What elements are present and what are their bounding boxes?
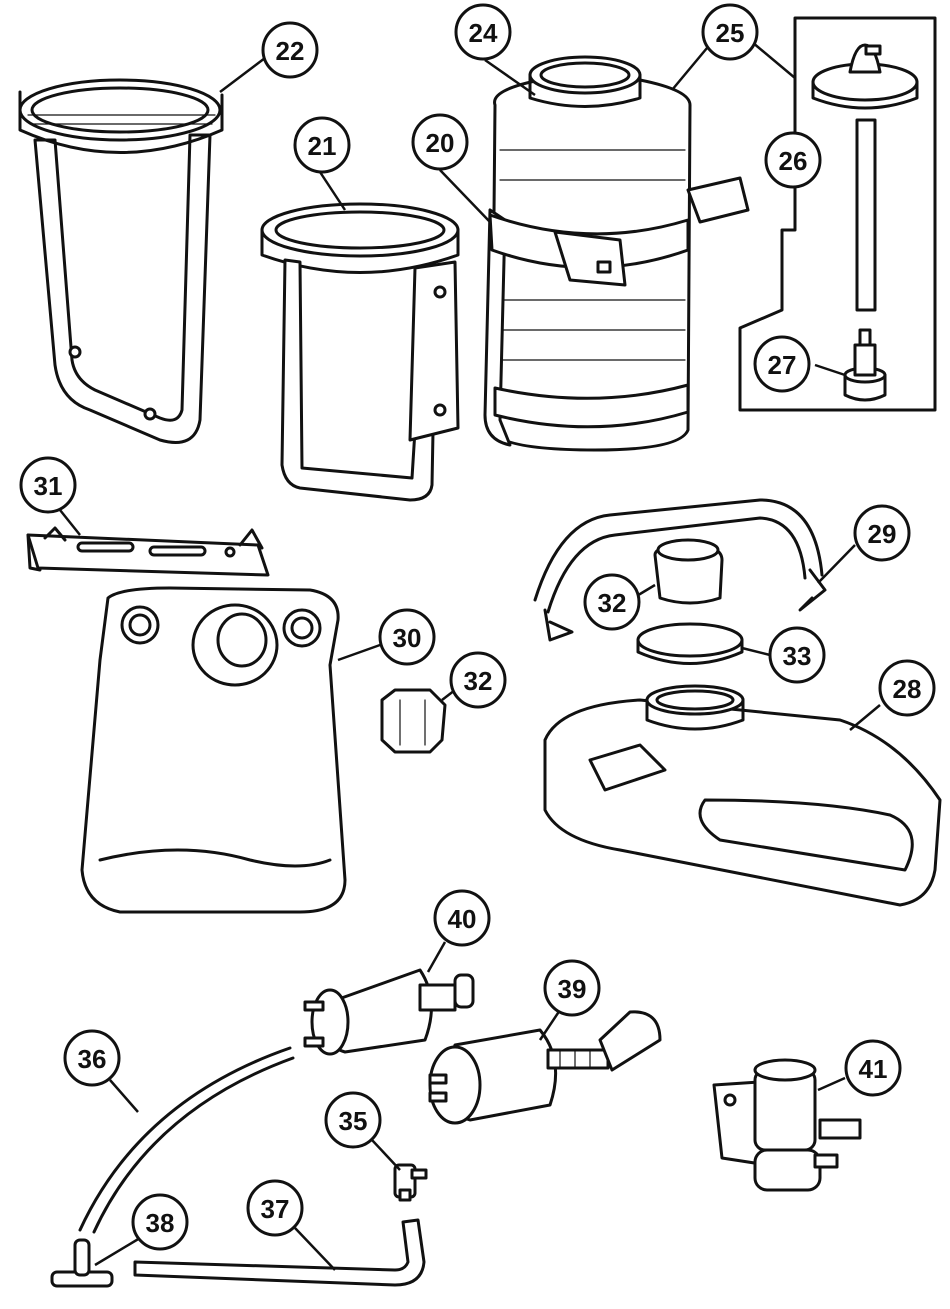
- svg-text:32: 32: [464, 666, 493, 696]
- callout-22: 22: [261, 21, 319, 79]
- callout-26: 26: [764, 131, 822, 189]
- part-40-pump: [303, 968, 475, 1056]
- svg-text:31: 31: [34, 471, 63, 501]
- part-20-strap: [483, 176, 750, 447]
- callout-31: 31: [19, 456, 77, 514]
- svg-text:26: 26: [779, 146, 808, 176]
- callout-39: 39: [543, 959, 601, 1017]
- part-37-pipe: [133, 1218, 426, 1287]
- part-30-bag-reservoir: [80, 586, 347, 914]
- callout-35: 35: [324, 1091, 382, 1149]
- part-32-cap: [653, 538, 724, 605]
- part-28-tank: [543, 684, 942, 907]
- svg-text:28: 28: [893, 674, 922, 704]
- callout-37: 37: [246, 1179, 304, 1237]
- callout-41: 41: [844, 1039, 902, 1097]
- part-22-bracket: [18, 78, 224, 444]
- inset-frame: [738, 16, 937, 412]
- callout-27: 27: [753, 335, 811, 393]
- part-39-pump: [428, 1010, 662, 1125]
- svg-text:33: 33: [783, 641, 812, 671]
- svg-text:39: 39: [558, 974, 587, 1004]
- part-33-filler-cap: [636, 622, 744, 665]
- part-27-pump-base: [843, 328, 887, 402]
- svg-text:35: 35: [339, 1106, 368, 1136]
- svg-text:36: 36: [78, 1044, 107, 1074]
- callout-32-lower: 32: [449, 651, 507, 709]
- callout-28: 28: [878, 659, 936, 717]
- callout-40: 40: [433, 889, 491, 947]
- part-41-valve: [712, 1058, 862, 1192]
- svg-text:24: 24: [469, 18, 498, 48]
- svg-text:20: 20: [426, 128, 455, 158]
- leader-lines: [59, 41, 881, 1271]
- part-36-pipe: [78, 1046, 295, 1234]
- part-21-bracket: [260, 202, 460, 502]
- svg-text:30: 30: [393, 623, 422, 653]
- callout-25: 25: [701, 3, 759, 61]
- part-26-pump-cap-and-tube: [811, 43, 919, 312]
- svg-text:40: 40: [448, 904, 477, 934]
- svg-text:32: 32: [598, 588, 627, 618]
- part-29-tank-strap: [533, 498, 827, 642]
- svg-text:27: 27: [768, 350, 797, 380]
- callout-20: 20: [411, 113, 469, 171]
- callout-33: 33: [768, 626, 826, 684]
- part-32-cap-small: [380, 688, 447, 754]
- svg-text:21: 21: [308, 131, 337, 161]
- callout-32-upper: 32: [583, 573, 641, 631]
- callout-36: 36: [63, 1029, 121, 1087]
- part-35-connector: [393, 1163, 428, 1202]
- svg-text:38: 38: [146, 1208, 175, 1238]
- svg-text:22: 22: [276, 36, 305, 66]
- callout-38: 38: [131, 1193, 189, 1251]
- callout-24: 24: [454, 3, 512, 61]
- svg-text:41: 41: [859, 1054, 888, 1084]
- svg-text:37: 37: [261, 1194, 290, 1224]
- part-31-bracket: [26, 526, 270, 577]
- callout-29: 29: [853, 504, 911, 562]
- callout-21: 21: [293, 116, 351, 174]
- part-38-t-piece: [50, 1238, 114, 1288]
- svg-text:25: 25: [716, 18, 745, 48]
- svg-text:29: 29: [868, 519, 897, 549]
- callout-30: 30: [378, 608, 436, 666]
